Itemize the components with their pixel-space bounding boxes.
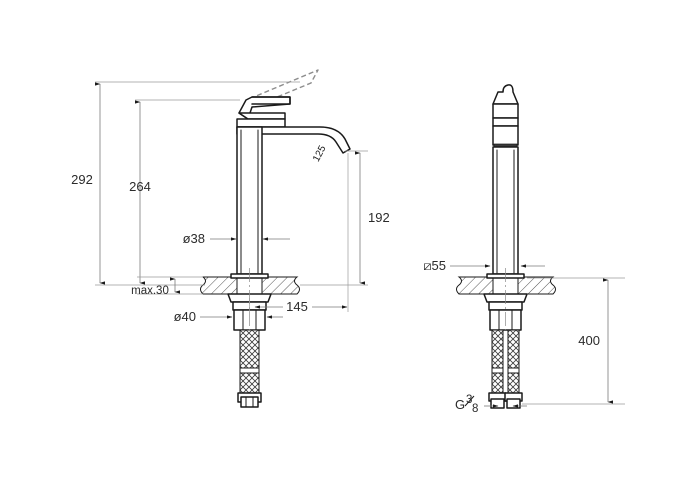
front-hex-nut-right [506, 398, 521, 409]
lever-cap [238, 112, 286, 120]
thread-numerator-label: 3 [466, 394, 472, 406]
dim-400-label: 400 [578, 333, 600, 348]
collar-band-1 [492, 103, 519, 119]
dim-292-label: 292 [71, 172, 93, 187]
side-view-dimensions: 292 264 192 ø38 max.30 ø40 [71, 81, 390, 324]
front-view-geometry [456, 84, 556, 409]
cartridge-collar [236, 118, 286, 128]
dim-264-label: 264 [129, 179, 151, 194]
side-view-geometry [200, 69, 351, 408]
front-hex-nut-left [490, 398, 505, 409]
dim-d40-label: ø40 [174, 309, 196, 324]
dim-145-label: 145 [286, 299, 308, 314]
front-hose-right-upper [507, 329, 520, 369]
countertop-right [261, 276, 300, 295]
thread-callout: G 3 8 [455, 394, 527, 415]
flexible-hose-upper [239, 329, 260, 369]
front-hose-left-upper [491, 329, 504, 369]
thread-denominator-label: 8 [472, 403, 478, 415]
front-hose-left-joint [491, 367, 504, 374]
dim-spout-angle-label: 125 [311, 143, 329, 163]
front-countertop-right [517, 276, 556, 295]
front-hose-left-lower [491, 372, 504, 394]
thread-prefix-label: G [455, 397, 465, 412]
collar-band-2 [492, 117, 519, 127]
collar-band-3 [492, 125, 519, 146]
dim-max30-label: max.30 [131, 285, 169, 297]
top-cap [492, 84, 519, 105]
front-mounting-collar [488, 301, 523, 311]
front-countertop-left [456, 276, 494, 295]
spout [236, 126, 351, 154]
hose-hex-nut [240, 396, 259, 408]
dim-192-label: 192 [368, 210, 390, 225]
front-countertop-section [456, 276, 556, 295]
flexible-hose-lower [239, 372, 260, 394]
countertop-left [200, 276, 238, 295]
front-hose-right-lower [507, 372, 520, 394]
lever-arm [251, 96, 291, 105]
countertop-section [200, 276, 300, 295]
front-view-dimensions: ⧄55 400 G 3 8 [423, 258, 625, 415]
fraction-bar [464, 395, 475, 407]
dim-d38-label: ø38 [183, 231, 205, 246]
hose-joint [239, 367, 260, 374]
front-hose-right-joint [507, 367, 520, 374]
dim-sq55-label: ⧄55 [423, 258, 446, 273]
